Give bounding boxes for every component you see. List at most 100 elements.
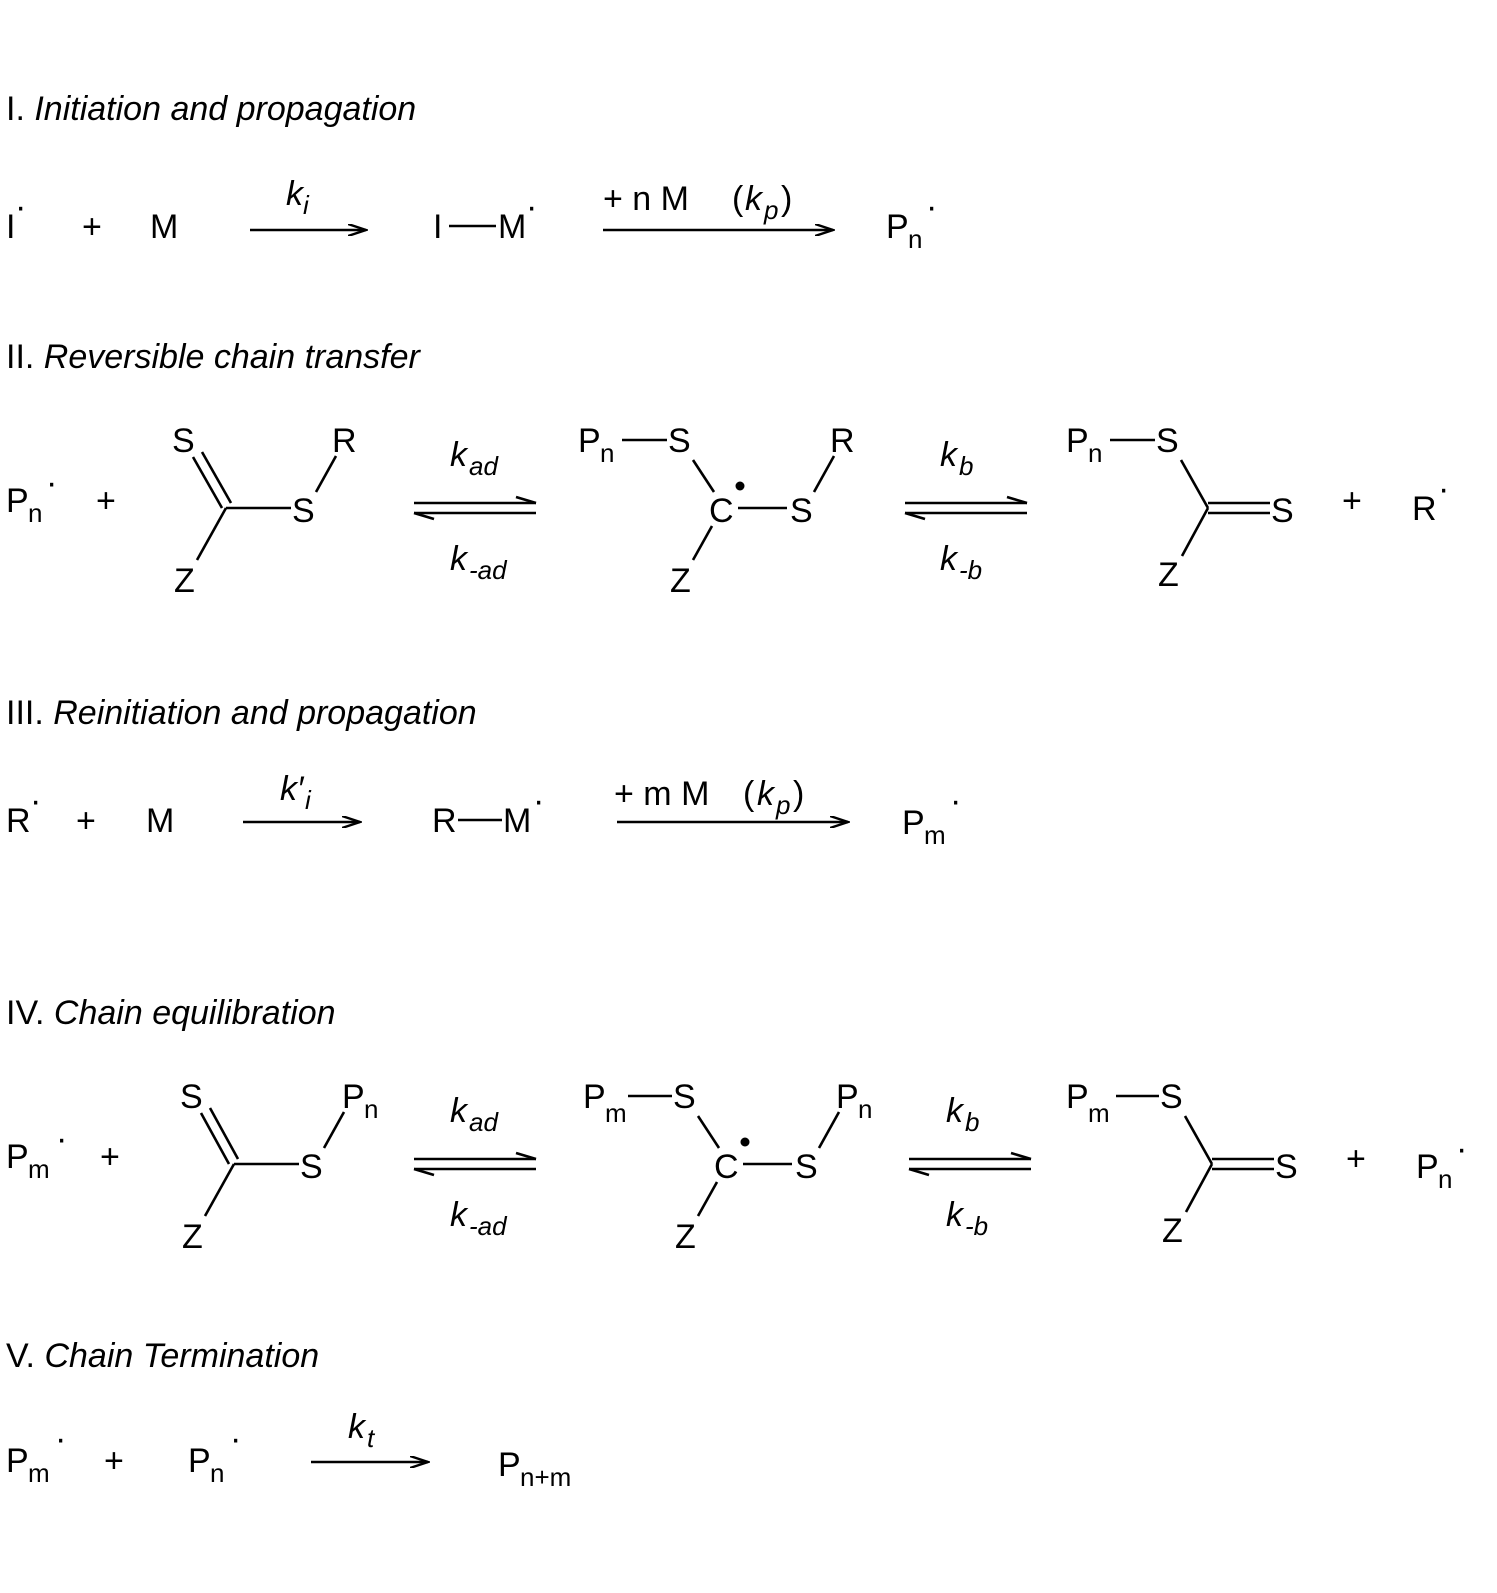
equilibrium-reverse-hook: [413, 1167, 435, 1177]
rate-subscript-p: p: [775, 790, 790, 820]
leaving-group-r: R: [432, 802, 457, 840]
polymer-radical-atom: P: [6, 1138, 29, 1176]
rate-constant-k: k: [286, 175, 305, 213]
section-2-title: Reversible chain transfer: [44, 338, 422, 376]
z-group: Z: [1158, 556, 1179, 594]
reaction-chain-transfer: P n · + S S Z R k ad k -ad P n S C: [6, 422, 1449, 600]
sulfur-atom: S: [1156, 422, 1179, 460]
close-paren: ): [793, 775, 804, 813]
polymer-atom: P: [836, 1078, 859, 1116]
reaction-chain-equilibration: P m · + S S Z P n k ad k -ad P m S: [6, 1078, 1467, 1256]
add-n-monomer: + n M: [603, 180, 689, 218]
reaction-termination: P m · + P n · k t P n+m: [6, 1408, 571, 1492]
rate-constant-k-prime: k′: [280, 770, 305, 808]
single-bond: [691, 459, 716, 493]
radical-dot: [735, 481, 745, 491]
open-paren: (: [743, 775, 755, 813]
section-2-heading: II. Reversible chain transfer: [6, 338, 422, 376]
add-m-monomer: + m M: [614, 775, 709, 813]
rate-constant-k: k: [946, 1196, 965, 1234]
double-bond: [199, 1112, 231, 1165]
intermediate-radical: P m S C S P n Z: [583, 1078, 872, 1256]
single-bond: [691, 525, 714, 561]
section-1-heading: I. Initiation and propagation: [6, 90, 416, 128]
rate-constant-k: k: [757, 775, 776, 813]
thiocarbonyl-sulfur: S: [180, 1078, 203, 1116]
plus-sign: +: [76, 802, 96, 840]
rate-constant-k: k: [940, 540, 959, 578]
section-4-heading: IV. Chain equilibration: [6, 994, 336, 1032]
svg-text:IV. Chain equilibration: IV. Chain equilibration: [6, 994, 336, 1032]
rate-subscript-b: b: [959, 451, 973, 481]
section-3-title: Reinitiation and propagation: [53, 694, 476, 732]
radical-dot: [740, 1137, 750, 1147]
thioether-sulfur: S: [300, 1148, 323, 1186]
single-bond: [817, 1111, 841, 1149]
thiocarbonyl-sulfur: S: [1271, 492, 1294, 530]
thiocarbonyl-sulfur: S: [172, 422, 195, 460]
subscript-n: n: [364, 1094, 378, 1124]
close-paren: ): [781, 180, 792, 218]
rate-constant-k: k: [940, 436, 959, 474]
leaving-radical-r: R: [6, 802, 31, 840]
polymer-atom: P: [583, 1078, 606, 1116]
polymer-radical-atom: P: [6, 1442, 29, 1480]
radical-dot: ·: [1456, 1130, 1467, 1168]
leaving-group-r: R: [332, 422, 357, 460]
plus-sign: +: [82, 208, 102, 246]
polymer-radical-atom: P: [1416, 1148, 1439, 1186]
sulfur-atom: S: [668, 422, 691, 460]
polymer-atom: P: [342, 1078, 365, 1116]
radical-dot: ·: [56, 1120, 67, 1158]
radical-dot: ·: [230, 1420, 241, 1458]
rate-constant-k: k: [745, 180, 764, 218]
polymer-radical-atom: P: [902, 804, 925, 842]
single-bond: [812, 455, 836, 493]
subscript-n: n: [1438, 1164, 1452, 1194]
section-4-numeral: IV.: [6, 994, 44, 1032]
plus-sign: +: [104, 1442, 124, 1480]
monomer-atom: M: [503, 802, 531, 840]
thiocarbonyl-sulfur: S: [1275, 1148, 1298, 1186]
subscript-n: n: [28, 498, 42, 528]
single-bond: [314, 455, 338, 493]
macro-raft-agent: P n S S Z: [1066, 422, 1294, 594]
dead-polymer-atom: P: [498, 1446, 521, 1484]
z-group: Z: [1162, 1212, 1183, 1250]
single-bond: [322, 1111, 346, 1149]
z-group: Z: [675, 1218, 696, 1256]
single-bond: [696, 1115, 721, 1149]
single-bond: [1184, 1163, 1214, 1213]
sulfur-atom: S: [673, 1078, 696, 1116]
rate-constant-k: k: [450, 1092, 469, 1130]
rate-subscript-ad: ad: [469, 451, 499, 481]
macro-raft-agent: S S Z P n: [180, 1078, 378, 1256]
z-group: Z: [670, 562, 691, 600]
radical-dot: ·: [533, 782, 544, 820]
monomer-atom: M: [498, 208, 526, 246]
z-group: Z: [174, 562, 195, 600]
sulfur-atom: S: [795, 1148, 818, 1186]
section-5-heading: V. Chain Termination: [6, 1337, 319, 1375]
subscript-n: n: [1088, 438, 1102, 468]
polymer-radical-atom: P: [188, 1442, 211, 1480]
polymer-radical-atom: P: [6, 482, 29, 520]
equilibrium-forward-hook: [1006, 495, 1028, 505]
section-2-numeral: II.: [6, 338, 34, 376]
rate-subscript-neg-b: -b: [959, 555, 982, 585]
double-bond: [191, 456, 224, 509]
subscript-n-plus-m: n+m: [520, 1462, 571, 1492]
equilibrium-forward-hook: [1010, 1151, 1032, 1161]
plus-sign: +: [1342, 482, 1362, 520]
section-1-title: Initiation and propagation: [34, 90, 416, 128]
initiator-atom: I: [433, 208, 442, 246]
subscript-m: m: [605, 1098, 627, 1128]
radical-dot: ·: [46, 464, 57, 502]
equilibrium-forward-hook: [515, 495, 537, 505]
rate-constant-k: k: [450, 1196, 469, 1234]
svg-text:II. Reversible chain transfer: II. Reversible chain transfer: [6, 338, 422, 376]
section-5-title: Chain Termination: [44, 1337, 319, 1375]
single-bond: [1180, 507, 1210, 557]
plus-sign: +: [100, 1138, 120, 1176]
section-4-title: Chain equilibration: [54, 994, 336, 1032]
